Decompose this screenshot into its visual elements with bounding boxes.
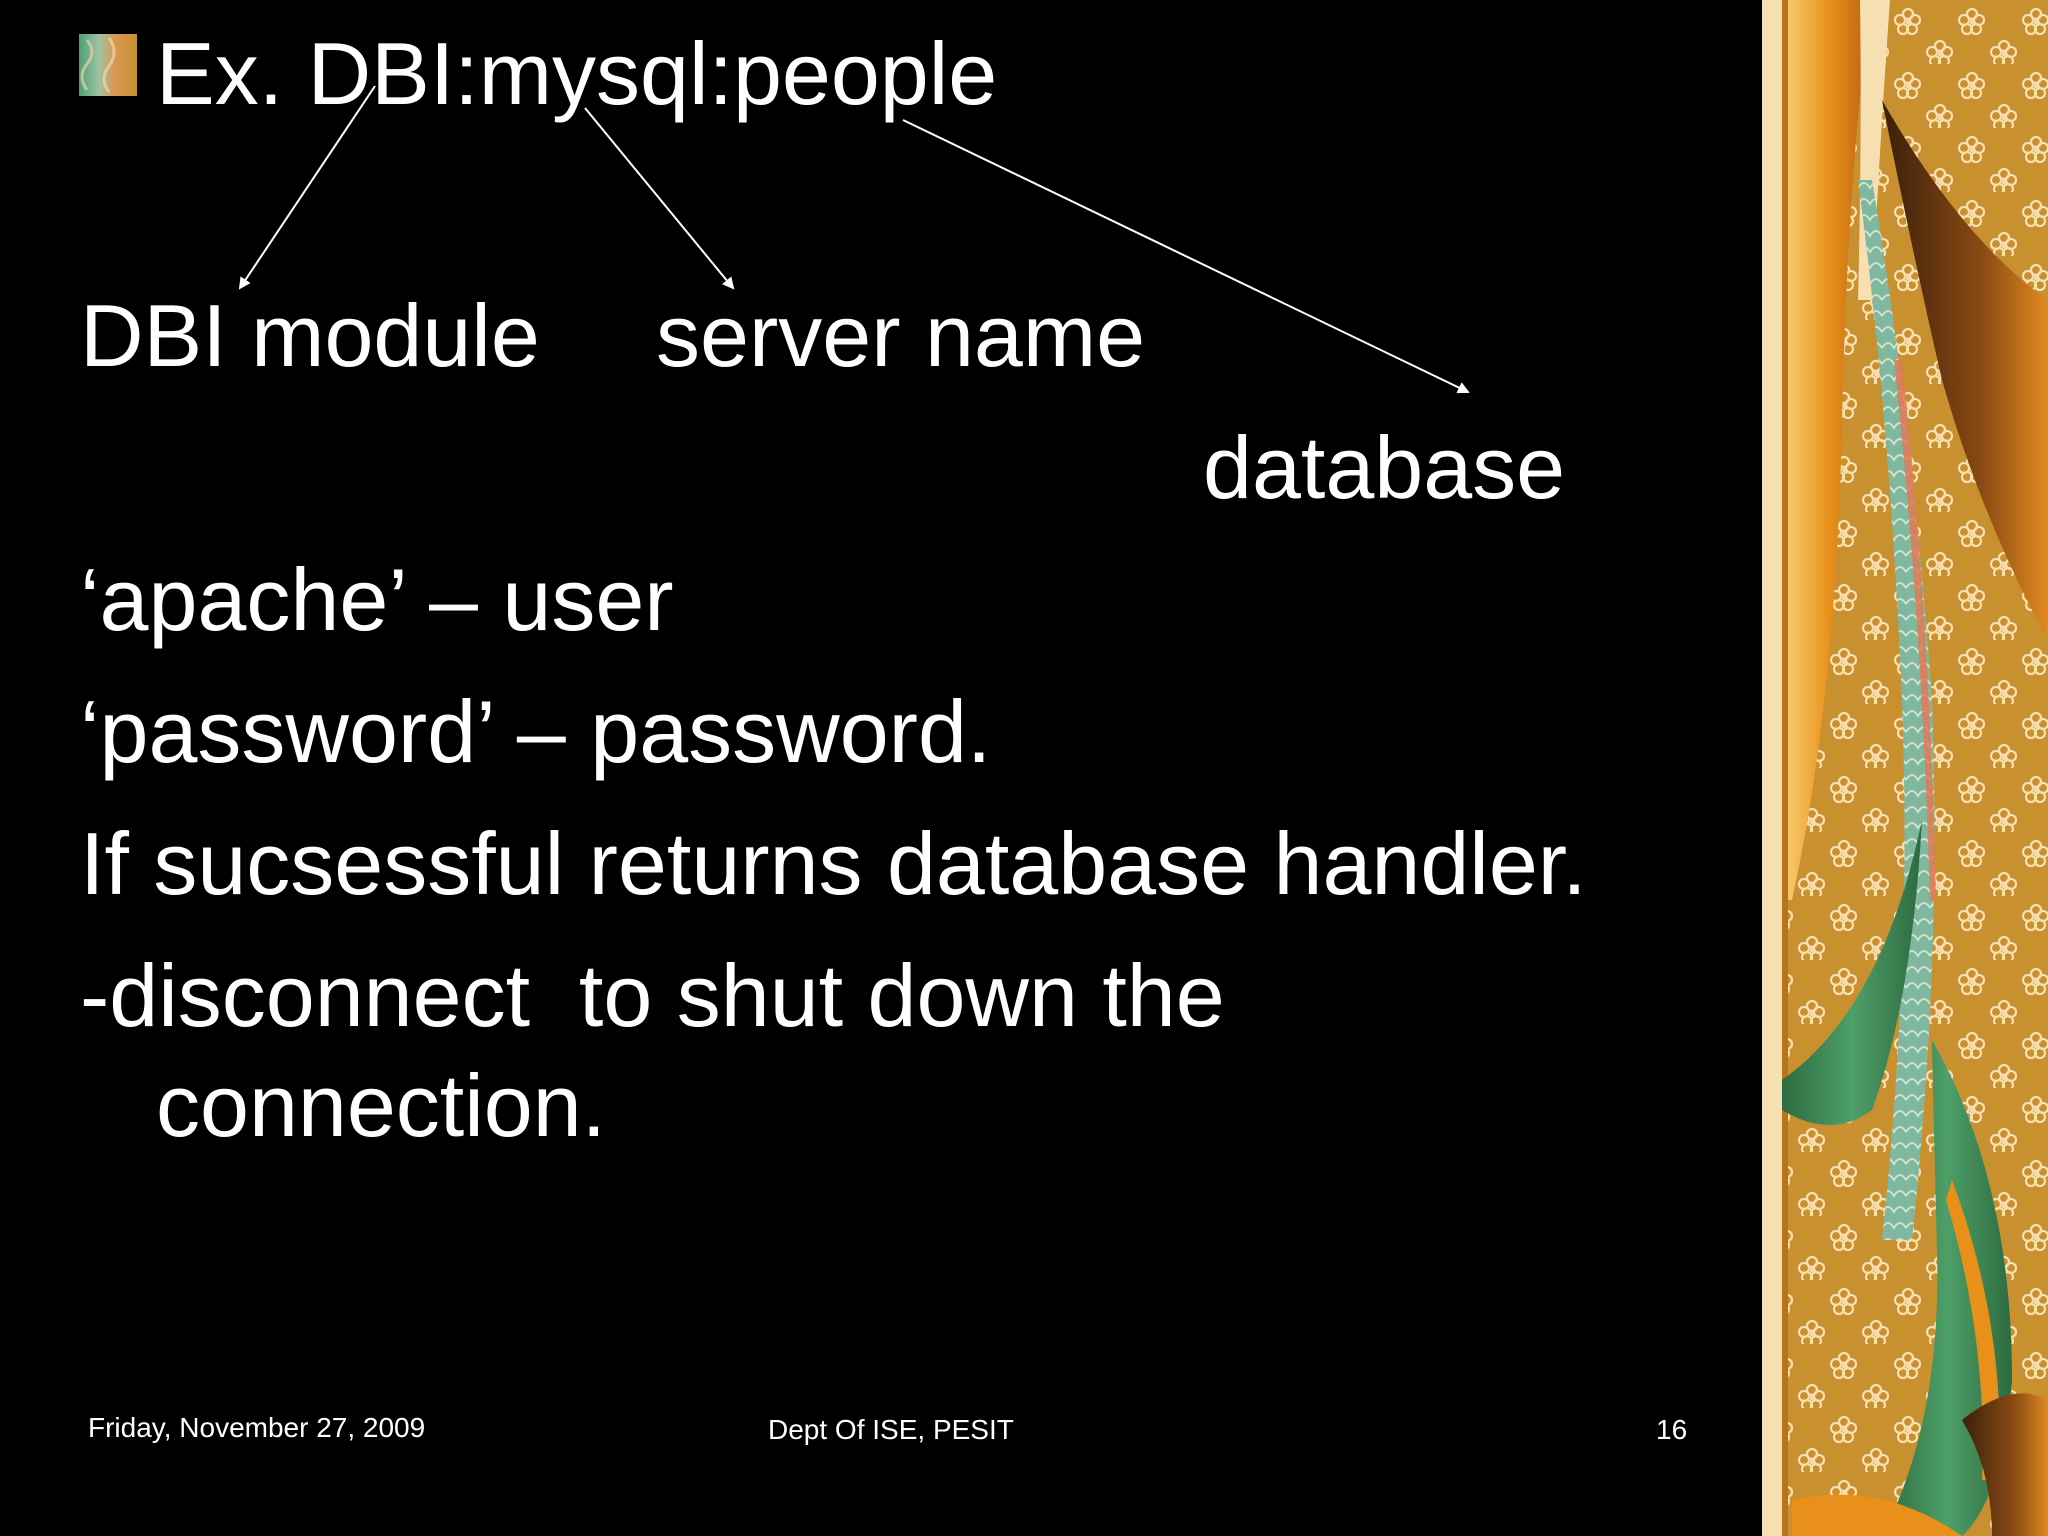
arrow-to-dbi-module (238, 85, 376, 290)
line-disconnect: -disconnect to shut down the (80, 946, 1225, 1045)
label-server-name: server name (656, 286, 1146, 385)
bullet-square-icon (79, 34, 137, 96)
decorative-side-panel (1762, 0, 2048, 1536)
label-dbi-module: DBI module (80, 286, 540, 385)
arrow-pointers (238, 85, 1470, 394)
label-database: database (1203, 418, 1566, 517)
footer-date: Friday, November 27, 2009 (88, 1412, 426, 1443)
arrow-to-database (902, 119, 1470, 394)
footer-page-number: 16 (1656, 1414, 1688, 1445)
footer-center: Dept Of ISE, PESIT (768, 1414, 1014, 1445)
line-connection: connection. (156, 1056, 607, 1155)
line-successful-returns: If sucsessful returns database handler. (80, 814, 1587, 913)
line-apache-user: ‘apache’ – user (80, 550, 674, 649)
arrow-to-server-name (584, 107, 735, 290)
line-password: ‘password’ – password. (80, 682, 992, 781)
slide-title: Ex. DBI:mysql:people (156, 24, 998, 123)
